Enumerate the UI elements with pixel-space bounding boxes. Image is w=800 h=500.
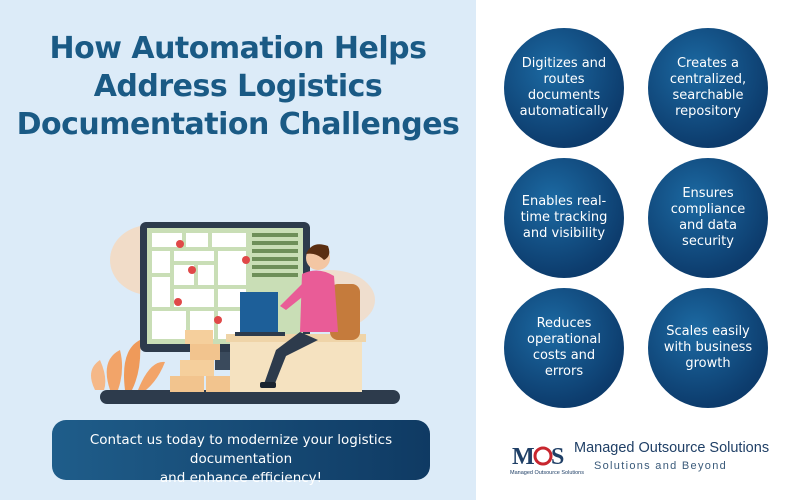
contact-cta-banner[interactable]: Contact us today to modernize your logis… [52, 420, 430, 486]
benefit-label: Enables real-time tracking and visibilit… [520, 194, 608, 241]
benefit-label: Creates a centralized, searchable reposi… [669, 56, 747, 119]
benefit-circle: Reduces operational costs and errors [504, 288, 624, 408]
logo-small-name: Managed Outsource Solutions [510, 470, 584, 476]
logo-tagline: Solutions and Beyond [594, 460, 728, 472]
benefit-circle: Ensures compliance and data security [648, 158, 768, 278]
cta-line-1: Contact us today to modernize your logis… [89, 432, 393, 467]
platform [100, 390, 400, 404]
benefit-label: Reduces operational costs and errors [527, 316, 601, 379]
benefit-circle: Digitizes and routes documents automatic… [504, 28, 624, 148]
cta-line-2: and enhance efficiency! [159, 470, 323, 486]
page-title: How Automation Helps Address Logistics D… [0, 30, 476, 144]
logo-company-name: Managed Outsource Solutions [574, 440, 770, 456]
title-line-2: Address Logistics [93, 69, 383, 104]
title-line-1: How Automation Helps [49, 31, 427, 66]
benefit-circle: Creates a centralized, searchable reposi… [648, 28, 768, 148]
benefit-circle: Enables real-time tracking and visibilit… [504, 158, 624, 278]
location-pin-icon [174, 240, 250, 324]
benefit-label: Scales easily with business growth [663, 324, 753, 371]
logo-mark-m: M [512, 444, 535, 470]
logistics-illustration [91, 222, 400, 404]
benefit-circle: Scales easily with business growth [648, 288, 768, 408]
screen-sidebar [252, 233, 298, 277]
logo-mark-s: S [551, 444, 564, 470]
mos-logo-mark: M S [512, 444, 564, 470]
logo-mark-o [533, 446, 553, 466]
benefit-label: Ensures compliance and data security [670, 186, 746, 249]
cardboard-boxes [170, 330, 240, 392]
title-line-3: Documentation Challenges [16, 107, 460, 142]
laptop [240, 292, 278, 334]
person-figure [260, 244, 338, 388]
laptop-base [235, 332, 285, 336]
benefit-label: Digitizes and routes documents automatic… [519, 56, 609, 119]
company-logo: M S Managed Outsource Solutions Managed … [510, 436, 770, 480]
plant-icon [91, 340, 165, 390]
